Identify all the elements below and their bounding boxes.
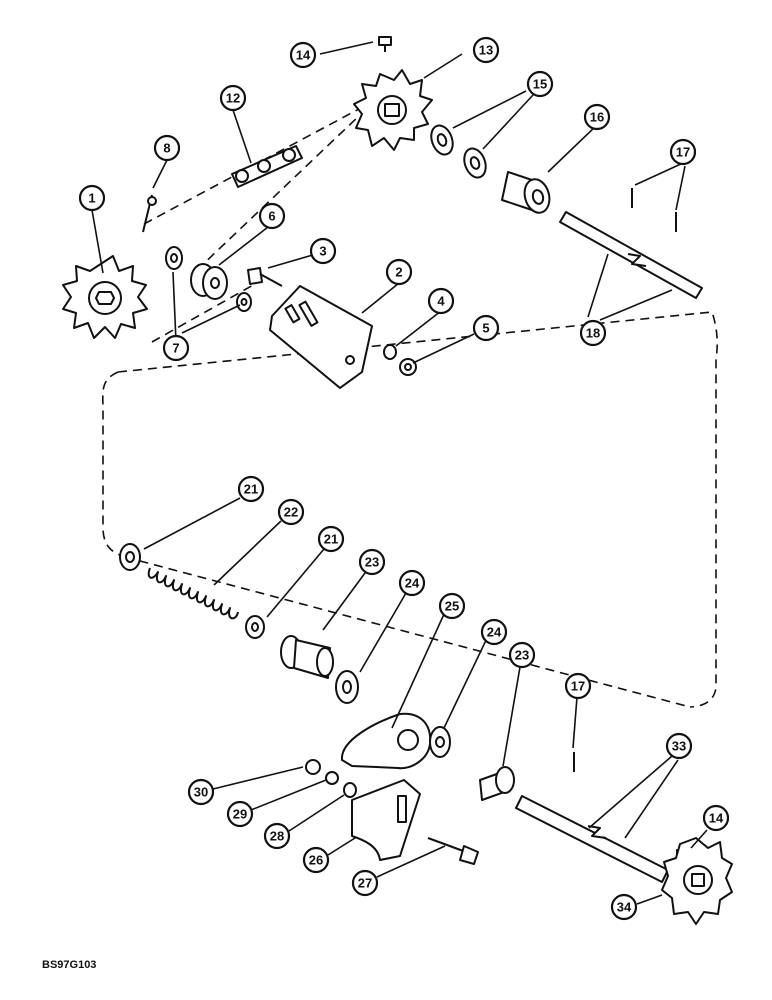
drawing-code: BS97G103 [42, 959, 97, 971]
callout-22: 22 [277, 498, 305, 526]
washers-15 [430, 124, 487, 179]
svg-text:12: 12 [226, 91, 240, 106]
clutch-hub-23-right [479, 766, 515, 801]
callout-14-top: 14 [289, 41, 317, 69]
svg-text:18: 18 [586, 326, 600, 341]
svg-text:14: 14 [296, 48, 311, 63]
callout-23-left: 23 [358, 548, 386, 576]
washer-7 [165, 246, 252, 312]
callout-25: 25 [438, 592, 466, 620]
callout-17-top: 17 [669, 138, 697, 166]
svg-text:4: 4 [437, 294, 445, 309]
spring-22 [147, 567, 239, 620]
sprocket-34 [661, 837, 733, 925]
svg-text:1: 1 [88, 191, 95, 206]
callout-26: 26 [302, 846, 330, 874]
callout-14-bottom: 14 [702, 804, 730, 832]
callout-18: 18 [579, 319, 607, 347]
callout-24-left: 24 [398, 569, 426, 597]
svg-text:24: 24 [487, 625, 502, 640]
callout-23-right: 23 [508, 641, 536, 669]
svg-text:34: 34 [617, 900, 632, 915]
svg-text:24: 24 [405, 576, 420, 591]
svg-text:23: 23 [365, 555, 379, 570]
callout-21-right: 21 [317, 525, 345, 553]
callout-2: 2 [385, 258, 413, 286]
svg-text:17: 17 [676, 145, 690, 160]
idler-roller-6 [190, 263, 228, 300]
callout-17-bottom: 17 [564, 672, 592, 700]
lockwasher-4 [383, 344, 397, 360]
bolt-14-top [378, 36, 392, 52]
svg-text:17: 17 [571, 679, 585, 694]
lever-26 [351, 779, 421, 861]
svg-text:3: 3 [319, 244, 326, 259]
bracket-2 [269, 285, 373, 389]
svg-text:16: 16 [590, 110, 604, 125]
leader-lines [91, 41, 708, 905]
svg-text:27: 27 [358, 876, 372, 891]
callout-34: 34 [610, 893, 638, 921]
nut-30 [305, 759, 321, 775]
washer-24-left [335, 670, 359, 704]
cam-plate-25 [340, 712, 432, 770]
bushing-16 [501, 171, 551, 214]
svg-text:6: 6 [268, 209, 275, 224]
cotter-pin [142, 194, 157, 233]
callout-24-right: 24 [480, 618, 508, 646]
svg-text:8: 8 [163, 141, 170, 156]
callout-30: 30 [187, 778, 215, 806]
svg-text:28: 28 [270, 829, 284, 844]
svg-text:22: 22 [284, 505, 298, 520]
callout-7: 7 [162, 334, 190, 362]
svg-text:5: 5 [482, 321, 489, 336]
svg-text:21: 21 [244, 482, 258, 497]
callout-27: 27 [351, 869, 379, 897]
callout-3: 3 [309, 237, 337, 265]
callout-33: 33 [665, 732, 693, 760]
svg-text:15: 15 [533, 77, 547, 92]
svg-text:2: 2 [395, 265, 402, 280]
svg-text:13: 13 [479, 43, 493, 58]
svg-text:33: 33 [672, 739, 686, 754]
svg-text:29: 29 [233, 807, 247, 822]
washer-28 [343, 782, 357, 798]
assembly-dashed-lines [102, 101, 718, 708]
callout-15: 15 [526, 70, 554, 98]
clutch-hub-23 [280, 635, 334, 679]
svg-text:21: 21 [324, 532, 338, 547]
callout-1: 1 [78, 184, 106, 212]
lockwasher-29 [325, 771, 339, 785]
callout-5: 5 [472, 314, 500, 342]
svg-text:14: 14 [709, 811, 724, 826]
callout-4: 4 [427, 287, 455, 315]
shaft-18 [559, 211, 703, 299]
nut-5 [399, 358, 417, 376]
pins-17-top [631, 188, 677, 232]
callout-12: 12 [219, 84, 247, 112]
callout-13: 13 [472, 36, 500, 64]
svg-text:25: 25 [445, 599, 459, 614]
svg-text:23: 23 [515, 648, 529, 663]
washer-21-left [119, 543, 141, 571]
callout-6: 6 [258, 202, 286, 230]
chain-link [231, 145, 303, 188]
svg-text:7: 7 [172, 341, 179, 356]
svg-text:30: 30 [194, 785, 208, 800]
svg-text:26: 26 [309, 853, 323, 868]
callout-21-left: 21 [237, 475, 265, 503]
callout-29: 29 [226, 800, 254, 828]
bolt-27 [427, 837, 479, 865]
callout-28: 28 [263, 822, 291, 850]
washer-24-right [429, 726, 451, 758]
bolt-3 [247, 267, 283, 287]
callout-8: 8 [153, 134, 181, 162]
washer-21-right [245, 615, 265, 639]
shaft-33 [515, 795, 669, 883]
sprocket-small [62, 255, 148, 339]
sprocket-large-top [353, 69, 433, 151]
callout-16: 16 [583, 103, 611, 131]
